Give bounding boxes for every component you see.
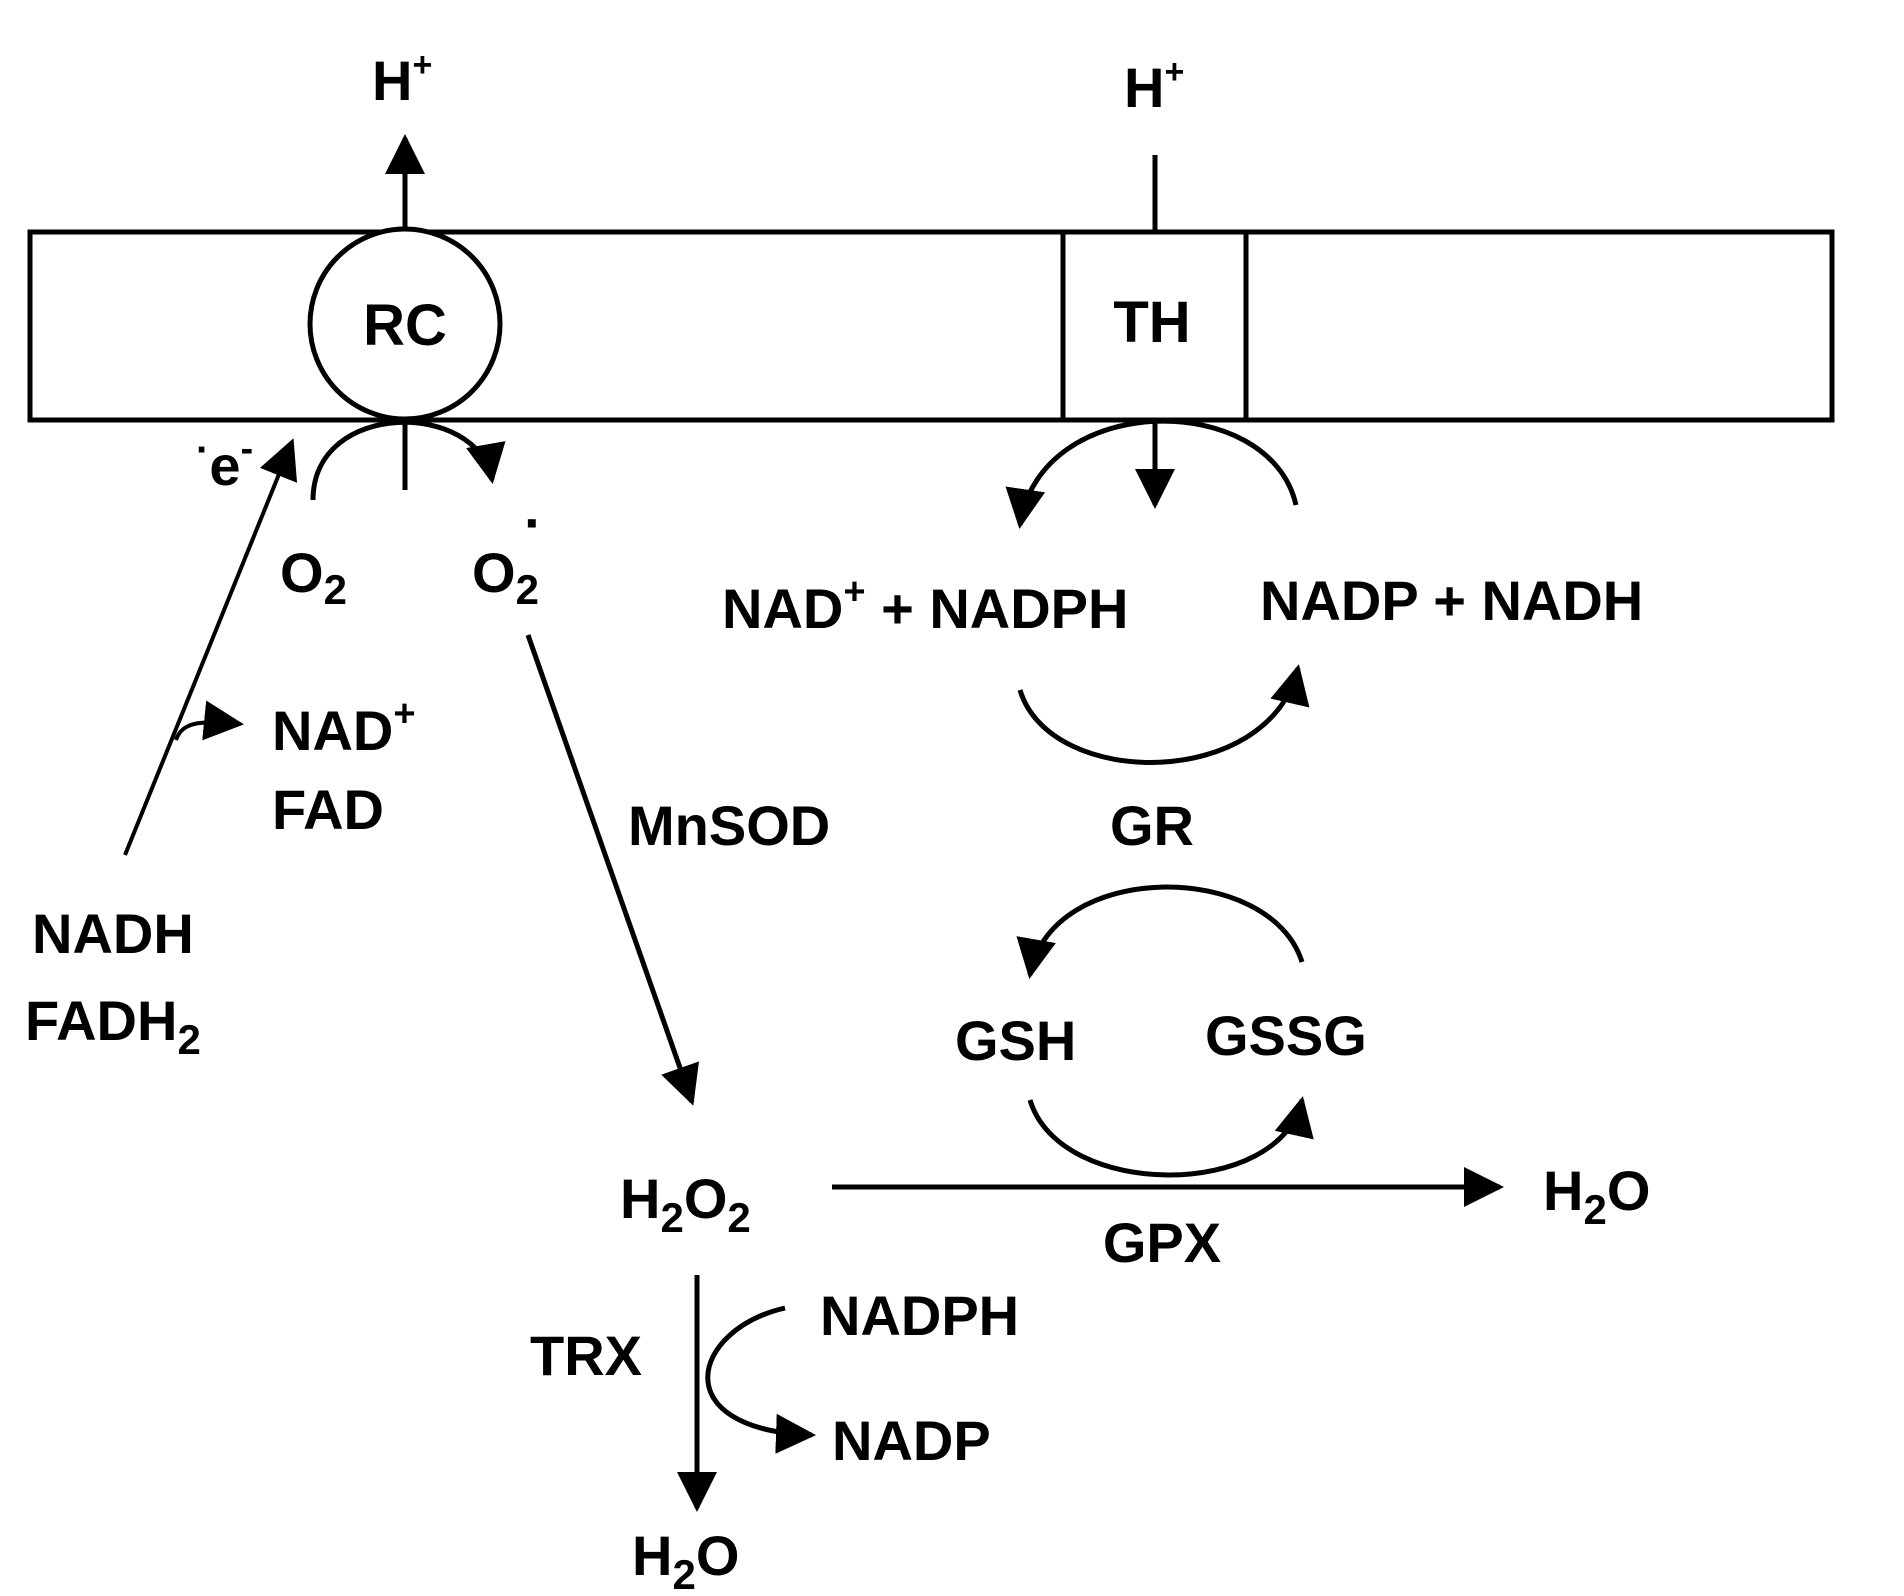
mnsod-arrow	[525, 634, 699, 1106]
gpx-label: GPX	[1103, 1211, 1221, 1274]
superoxide-radical-dot: ·	[524, 491, 543, 554]
gr-label: GR	[1110, 794, 1194, 857]
nad-release-arrow	[174, 700, 244, 741]
nadp-label: NADP	[832, 1409, 991, 1472]
fadh2-label: FADH2	[25, 989, 201, 1063]
th-label: TH	[1113, 290, 1190, 355]
o2-label: O2	[280, 541, 347, 613]
membrane-bar	[27, 229, 1835, 423]
th-cycle-top-arrow	[1005, 418, 1299, 529]
h-plus-left: H+	[372, 46, 432, 112]
rc-label: RC	[363, 293, 447, 358]
trx-label: TRX	[530, 1324, 642, 1387]
fad-label: FAD	[272, 778, 384, 841]
h2o2-label: H2O2	[620, 1167, 751, 1241]
nadph-label: NADPH	[820, 1284, 1019, 1347]
glutathione-reduction-arrow	[1016, 884, 1305, 979]
gssg-label: GSSG	[1205, 1004, 1367, 1067]
nadh-label: NADH	[32, 902, 194, 965]
nadp-nadh-label: NADP + NADH	[1260, 569, 1643, 632]
oxygen-reduction-arrow	[310, 419, 506, 501]
th-complex	[1060, 229, 1249, 423]
gr-cycle-arrow	[1017, 664, 1310, 765]
electron-label: ·e-	[196, 428, 253, 497]
gsh-label: GSH	[955, 1009, 1076, 1072]
h2o-right-label: H2O	[1543, 1159, 1650, 1233]
trx-nadph-arrow	[705, 1305, 816, 1454]
mnsod-label: MnSOD	[628, 794, 830, 857]
superoxide-label: O2	[472, 541, 539, 613]
nad-plus-label: NAD+	[272, 693, 416, 762]
h2o-bottom-label: H2O	[632, 1524, 739, 1596]
electron-transfer-arrow	[123, 438, 298, 856]
nad-plus-nadph-label: NAD+ + NADPH	[722, 571, 1128, 640]
h-plus-right: H+	[1124, 53, 1184, 119]
glutathione-oxidation-arrow	[1027, 1096, 1314, 1178]
